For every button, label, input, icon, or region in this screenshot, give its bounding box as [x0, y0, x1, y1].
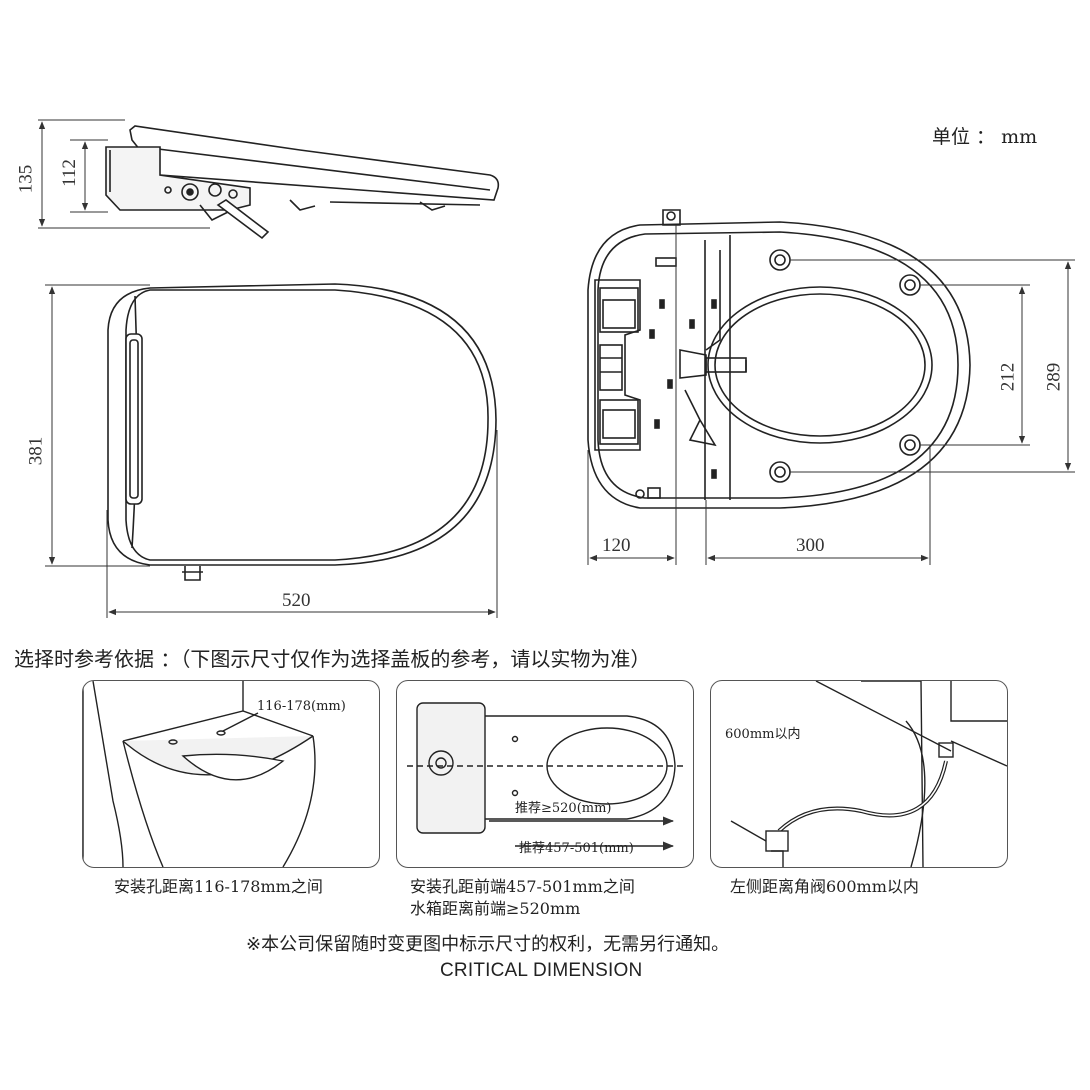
top-view: [107, 283, 497, 581]
panel1-caption: 安装孔距离116-178mm之间: [114, 877, 323, 896]
reference-panel-mounting-holes: 116-178(mm): [82, 680, 380, 868]
toilet-bowl-illustration: [83, 681, 316, 867]
panel2-hole-distance-label: 推荐457-501(mm): [519, 841, 634, 856]
panel3-caption: 左侧距离角阀600mm以内: [730, 877, 919, 896]
dim-212: 212: [997, 362, 1019, 392]
panel2-caption-line1: 安装孔距前端457-501mm之间: [410, 877, 635, 896]
unit-label: 单位 ： mm: [932, 126, 1038, 148]
angle-valve-illustration: [730, 681, 1007, 867]
toilet-top-illustration: [407, 702, 687, 851]
side-view: [105, 125, 500, 240]
panel2-caption-line2: 水箱距离前端≥520mm: [410, 899, 581, 918]
bottom-view: [587, 209, 971, 509]
bottom-view-dimensions: [587, 225, 1075, 565]
reference-panel-front-distance: 推荐≥520(mm) 推荐457-501(mm): [396, 680, 694, 868]
dim-112: 112: [58, 159, 80, 187]
selection-note: 选择时参考依据 ：（下图示尺寸仅作为选择盖板的参考，请以实物为准）: [14, 647, 651, 671]
top-view-dimensions: [45, 284, 498, 618]
panel3-valve-distance-label: 600mm以内: [725, 727, 801, 742]
disclaimer: ※本公司保留随时变更图中标示尺寸的权利，无需另行通知。: [246, 934, 730, 955]
panel1-hole-range-label: 116-178(mm): [257, 699, 346, 714]
dim-381: 381: [25, 436, 47, 466]
dim-135: 135: [15, 164, 37, 194]
footer-title: CRITICAL DIMENSION: [440, 960, 643, 981]
dim-520: 520: [282, 590, 311, 611]
dim-120: 120: [602, 535, 631, 556]
side-view-dimensions: [38, 119, 210, 229]
reference-panel-angle-valve: 600mm以内: [710, 680, 1008, 868]
dim-289: 289: [1043, 362, 1065, 392]
panel2-tank-distance-label: 推荐≥520(mm): [515, 801, 612, 816]
dim-300: 300: [796, 535, 825, 556]
